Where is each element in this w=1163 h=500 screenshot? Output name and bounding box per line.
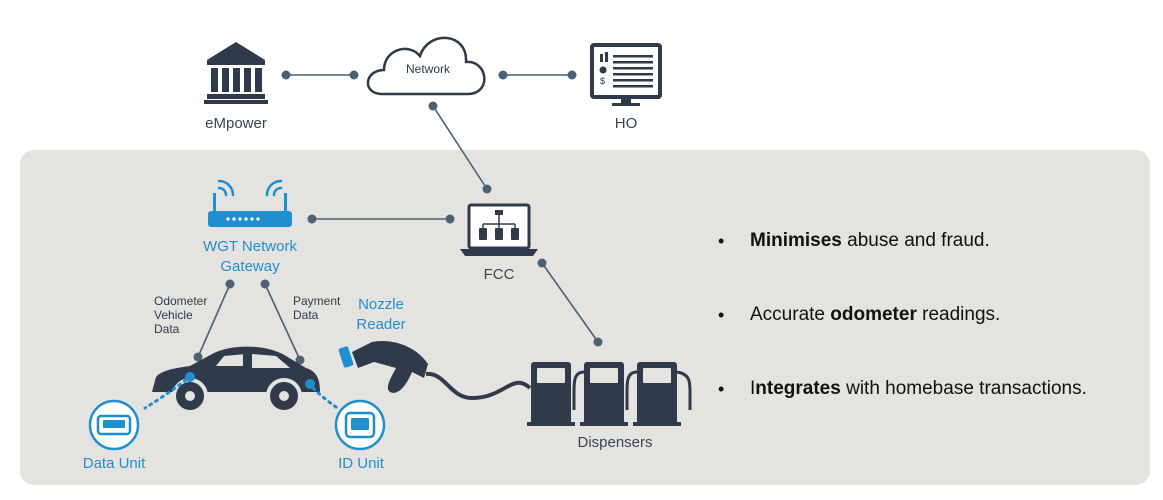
- benefit-text: Accurate: [750, 304, 831, 325]
- gateway-label-line1: WGT Network: [203, 238, 297, 255]
- id-unit-icon: [334, 399, 386, 451]
- benefit-item: Integrates with homebase transactions.: [718, 370, 1148, 408]
- monitor-chart-icon: $: [590, 43, 662, 106]
- nozzle-label-line1: Nozzle: [358, 296, 404, 313]
- odometer-label-line1: Odometer: [154, 294, 207, 308]
- bank-icon: [204, 42, 268, 104]
- fuel-nozzle-icon: [338, 340, 532, 401]
- empower-label: eMpower: [205, 115, 267, 132]
- nozzle-label-line2: Reader: [356, 316, 405, 333]
- data-unit-icon: [88, 399, 140, 451]
- car-icon: [152, 346, 320, 414]
- network-label: Network: [406, 62, 451, 76]
- data-unit-label: Data Unit: [83, 455, 146, 472]
- benefit-item: Minimises abuse and fraud.: [718, 222, 1148, 260]
- cloud-icon: [366, 36, 486, 96]
- benefit-text: readings.: [916, 304, 1001, 325]
- benefit-bold: ntegrates: [755, 378, 841, 399]
- benefit-text: I: [750, 378, 756, 399]
- router-icon: [208, 179, 292, 227]
- id-unit-label: ID Unit: [338, 455, 385, 472]
- benefit-item: Accurate odometer readings.: [718, 296, 1148, 334]
- benefits-list: Minimises abuse and fraud. Accurate odom…: [718, 222, 1148, 408]
- laptop-icon: [460, 203, 538, 256]
- dotted-links: [143, 378, 342, 412]
- payment-label-line2: Data: [293, 308, 319, 322]
- svg-text:$: $: [600, 76, 605, 86]
- benefit-bold: odometer: [830, 304, 917, 325]
- benefit-text: with homebase transactions.: [840, 378, 1087, 399]
- dispensers-label: Dispensers: [577, 434, 652, 451]
- gateway-label-line2: Gateway: [220, 258, 280, 275]
- payment-label-line1: Payment: [293, 294, 341, 308]
- odometer-label-line2: Vehicle: [154, 308, 193, 322]
- ho-label: HO: [615, 115, 638, 132]
- connector-dots: [193, 70, 603, 365]
- benefit-bold: Minimises: [750, 230, 842, 251]
- odometer-label-line3: Data: [154, 322, 180, 336]
- fuel-pump-icon: [527, 362, 692, 426]
- fcc-label: FCC: [484, 266, 515, 283]
- connectors: [197, 74, 599, 361]
- benefit-text: abuse and fraud.: [841, 230, 990, 251]
